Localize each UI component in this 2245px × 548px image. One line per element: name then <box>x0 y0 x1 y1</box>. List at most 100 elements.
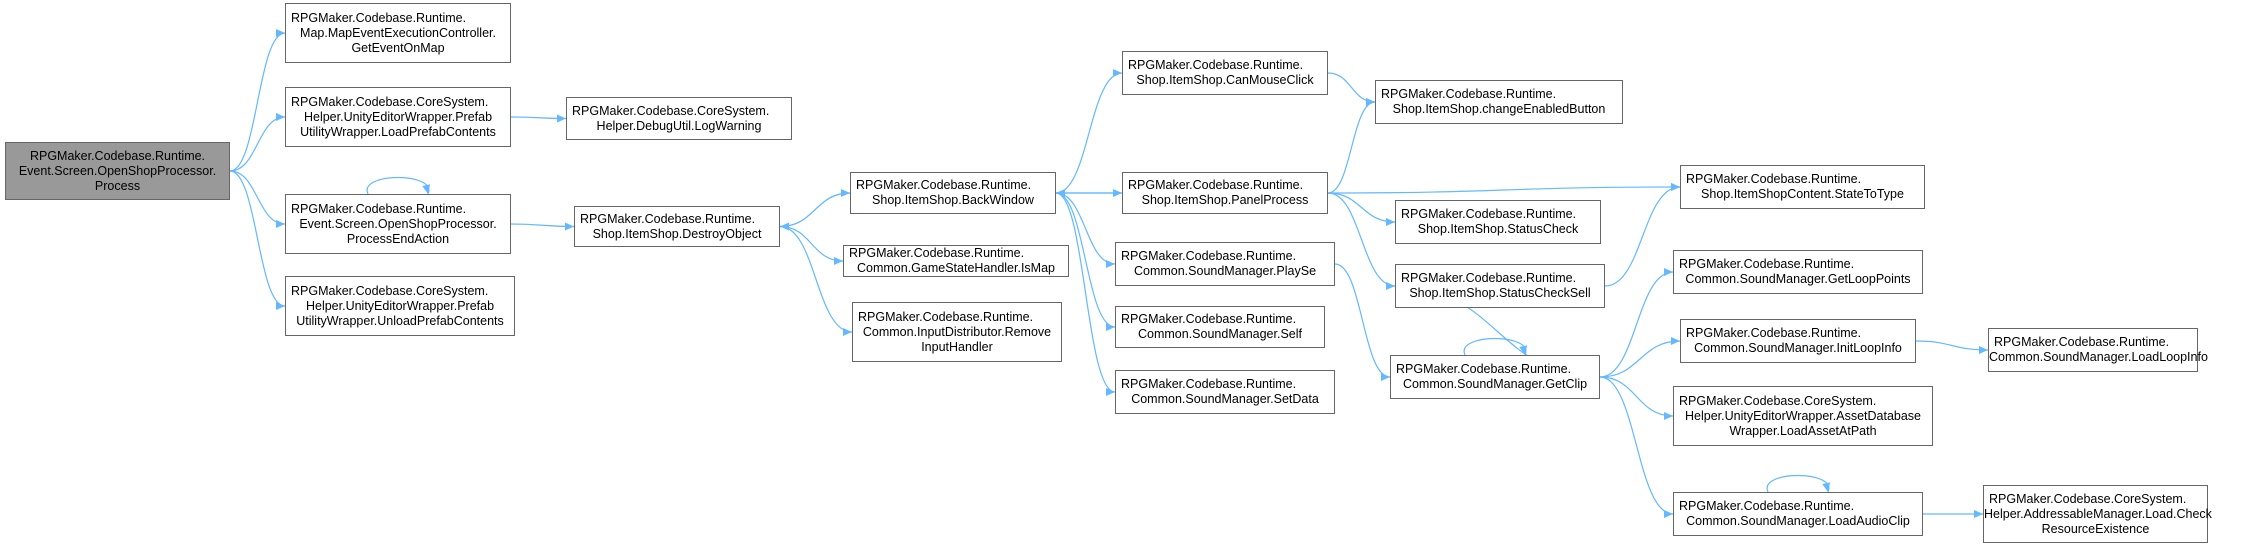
edge-arrowhead <box>1974 510 1983 518</box>
node-label-line: RPGMaker.Codebase.Runtime. <box>1686 326 1862 340</box>
edge-arrowhead <box>1664 510 1673 518</box>
edge-arrowhead <box>1366 98 1375 106</box>
call-edge <box>1334 263 1391 378</box>
edge-arrowhead <box>276 29 285 37</box>
edge-arrowhead <box>276 220 285 228</box>
node-label-line: Shop.ItemShop.changeEnabledButton <box>1392 102 1606 116</box>
call-edge <box>366 176 430 195</box>
edge-arrowhead <box>1386 218 1395 226</box>
call-edge <box>779 225 853 333</box>
edge-arrowhead <box>1822 482 1831 492</box>
node-soundmanager-getlooppoints[interactable]: RPGMaker.Codebase.Runtime.Common.SoundMa… <box>1673 250 1923 294</box>
node-label-line: RPGMaker.Codebase.Runtime. <box>1121 312 1297 326</box>
node-label-line: RPGMaker.Codebase.Runtime. <box>1128 178 1304 192</box>
node-label-line: RPGMaker.Codebase.Runtime. <box>1679 499 1855 513</box>
node-openshopprocessor-process: RPGMaker.Codebase.Runtime.Event.Screen.O… <box>5 142 230 200</box>
edge-arrowhead <box>1056 189 1065 197</box>
call-edge <box>229 116 286 172</box>
node-label-line: RPGMaker.Codebase.Runtime. <box>1396 362 1572 376</box>
node-mapeventexecutioncontroller-geteventonmap[interactable]: RPGMaker.Codebase.Runtime.Map.MapEventEx… <box>285 3 511 63</box>
node-label-line: RPGMaker.Codebase.Runtime. <box>1679 257 1855 271</box>
node-itemshop-panelprocess[interactable]: RPGMaker.Codebase.Runtime.Shop.ItemShop.… <box>1122 172 1328 214</box>
edge-arrowhead <box>1664 412 1673 420</box>
call-edge <box>1327 186 1681 194</box>
node-itemshop-statuscheck[interactable]: RPGMaker.Codebase.Runtime.Shop.ItemShop.… <box>1395 200 1601 244</box>
edge-arrowhead <box>1106 260 1115 268</box>
node-label-line: Common.SoundManager.Self <box>1138 327 1302 341</box>
node-soundmanager-playse[interactable]: RPGMaker.Codebase.Runtime.Common.SoundMa… <box>1115 242 1335 286</box>
node-label-line: Common.SoundManager.GetClip <box>1402 377 1588 391</box>
node-soundmanager-setdata[interactable]: RPGMaker.Codebase.Runtime.Common.SoundMa… <box>1115 370 1335 414</box>
node-label-line: Wrapper.LoadAssetAtPath <box>1729 423 1877 438</box>
node-label-line: ResourceExistence <box>2041 521 2150 536</box>
node-label-line: Helper.UnityEditorWrapper.Prefab <box>305 298 495 313</box>
edge-arrowhead <box>1671 337 1680 345</box>
node-label-line: Shop.ItemShopContent.StateToType <box>1701 187 1904 201</box>
node-label-line: RPGMaker.Codebase.Runtime. <box>856 178 1032 192</box>
edge-arrowhead <box>780 222 789 231</box>
edge-arrowhead <box>276 302 285 310</box>
node-label-line: RPGMaker.Codebase.CoreSystem. <box>291 283 489 298</box>
node-assetdatabasewrapper-loadassetatpath[interactable]: RPGMaker.Codebase.CoreSystem.Helper.Unit… <box>1673 386 1933 446</box>
node-label-line: Helper.DebugUtil.LogWarning <box>596 118 762 133</box>
node-label-line: RPGMaker.Codebase.Runtime. <box>1401 207 1577 221</box>
call-edge <box>1599 340 1681 378</box>
call-edge <box>229 170 286 225</box>
node-prefabutilitywrapper-loadprefabcontents[interactable]: RPGMaker.Codebase.CoreSystem.Helper.Unit… <box>285 87 511 147</box>
edge-arrowhead <box>1519 345 1528 355</box>
node-soundmanager-getclip[interactable]: RPGMaker.Codebase.Runtime.Common.SoundMa… <box>1390 355 1600 399</box>
node-label-line: GetEventOnMap <box>351 40 445 55</box>
node-label-line: RPGMaker.Codebase.Runtime. <box>858 309 1034 324</box>
node-prefabutilitywrapper-unloadprefabcontents[interactable]: RPGMaker.Codebase.CoreSystem.Helper.Unit… <box>285 276 515 336</box>
edge-arrowhead <box>834 257 843 265</box>
node-label-line: Helper.UnityEditorWrapper.Prefab <box>303 109 493 124</box>
edge-arrowhead <box>1113 69 1122 77</box>
node-label-line: Shop.ItemShop.StatusCheck <box>1417 222 1579 236</box>
node-label-line: RPGMaker.Codebase.Runtime. <box>1994 335 2170 349</box>
call-edge <box>1327 72 1376 103</box>
node-soundmanager-loadaudioclip[interactable]: RPGMaker.Codebase.Runtime.Common.SoundMa… <box>1673 492 1923 536</box>
edge-arrowhead <box>557 114 566 123</box>
node-itemshop-destroyobject[interactable]: RPGMaker.Codebase.Runtime.Shop.ItemShop.… <box>574 206 780 247</box>
node-label-line: Process <box>94 178 141 193</box>
edge-arrowhead <box>1381 373 1390 381</box>
node-label-line: RPGMaker.Codebase.Runtime. <box>1686 172 1862 186</box>
node-label-line: RPGMaker.Codebase.Runtime. <box>580 211 756 226</box>
node-label-line: UtilityWrapper.UnloadPrefabContents <box>296 313 504 328</box>
node-soundmanager-loadloopinfo[interactable]: RPGMaker.Codebase.Runtime.Common.SoundMa… <box>1988 328 2208 372</box>
node-label-line: UtilityWrapper.LoadPrefabContents <box>300 124 496 139</box>
edge-arrowhead <box>1664 268 1673 276</box>
edge-arrowhead <box>1386 282 1395 290</box>
call-edge <box>229 32 286 172</box>
node-debugutil-logwarning[interactable]: RPGMaker.Codebase.CoreSystem.Helper.Debu… <box>566 97 792 140</box>
node-label-line: Common.InputDistributor.Remove <box>862 324 1052 339</box>
node-openshopprocessor-processendaction[interactable]: RPGMaker.Codebase.Runtime.Event.Screen.O… <box>285 194 511 254</box>
node-soundmanager-initloopinfo[interactable]: RPGMaker.Codebase.Runtime.Common.SoundMa… <box>1680 319 1916 363</box>
node-label-line: Common.GameStateHandler.IsMap <box>856 261 1055 275</box>
node-label-line: RPGMaker.Codebase.Runtime. <box>1128 58 1304 72</box>
node-gamestatehandler-ismap[interactable]: RPGMaker.Codebase.Runtime.Common.GameSta… <box>843 245 1069 277</box>
node-label-line: RPGMaker.Codebase.CoreSystem. <box>1989 491 2187 506</box>
edge-arrowhead <box>1106 388 1115 396</box>
node-inputdistributor-removeinputhandler[interactable]: RPGMaker.Codebase.Runtime.Common.InputDi… <box>852 302 1062 362</box>
node-label-line: RPGMaker.Codebase.Runtime. <box>1121 249 1297 263</box>
call-edge <box>229 170 286 307</box>
call-edge <box>1599 376 1674 515</box>
edge-arrowhead <box>1671 183 1680 191</box>
call-edge <box>779 192 851 228</box>
node-itemshop-canmouseclick[interactable]: RPGMaker.Codebase.Runtime.Shop.ItemShop.… <box>1122 51 1328 95</box>
node-label-line: Common.SoundManager.PlaySe <box>1133 264 1317 278</box>
node-label-line: RPGMaker.Codebase.Runtime. <box>1401 271 1577 285</box>
node-label-line: Common.SoundManager.LoadAudioClip <box>1686 514 1910 528</box>
node-soundmanager-self[interactable]: RPGMaker.Codebase.Runtime.Common.SoundMa… <box>1115 306 1325 348</box>
node-label-line: Helper.UnityEditorWrapper.AssetDatabase <box>1685 408 1921 423</box>
call-edge <box>1055 192 1116 393</box>
node-itemshopcontent-statetotype[interactable]: RPGMaker.Codebase.Runtime.Shop.ItemShopC… <box>1680 165 1925 209</box>
node-itemshop-statuschecksell[interactable]: RPGMaker.Codebase.Runtime.Shop.ItemShop.… <box>1395 264 1605 308</box>
node-itemshop-changeenabledbutton[interactable]: RPGMaker.Codebase.Runtime.Shop.ItemShop.… <box>1375 80 1623 124</box>
node-label-line: ProcessEndAction <box>346 231 450 246</box>
node-itemshop-backwindow[interactable]: RPGMaker.Codebase.Runtime.Shop.ItemShop.… <box>850 172 1056 214</box>
node-label-line: RPGMaker.Codebase.CoreSystem. <box>291 94 489 109</box>
node-addressablemanager-checkresourceexistence[interactable]: RPGMaker.Codebase.CoreSystem.Helper.Addr… <box>1983 485 2212 543</box>
